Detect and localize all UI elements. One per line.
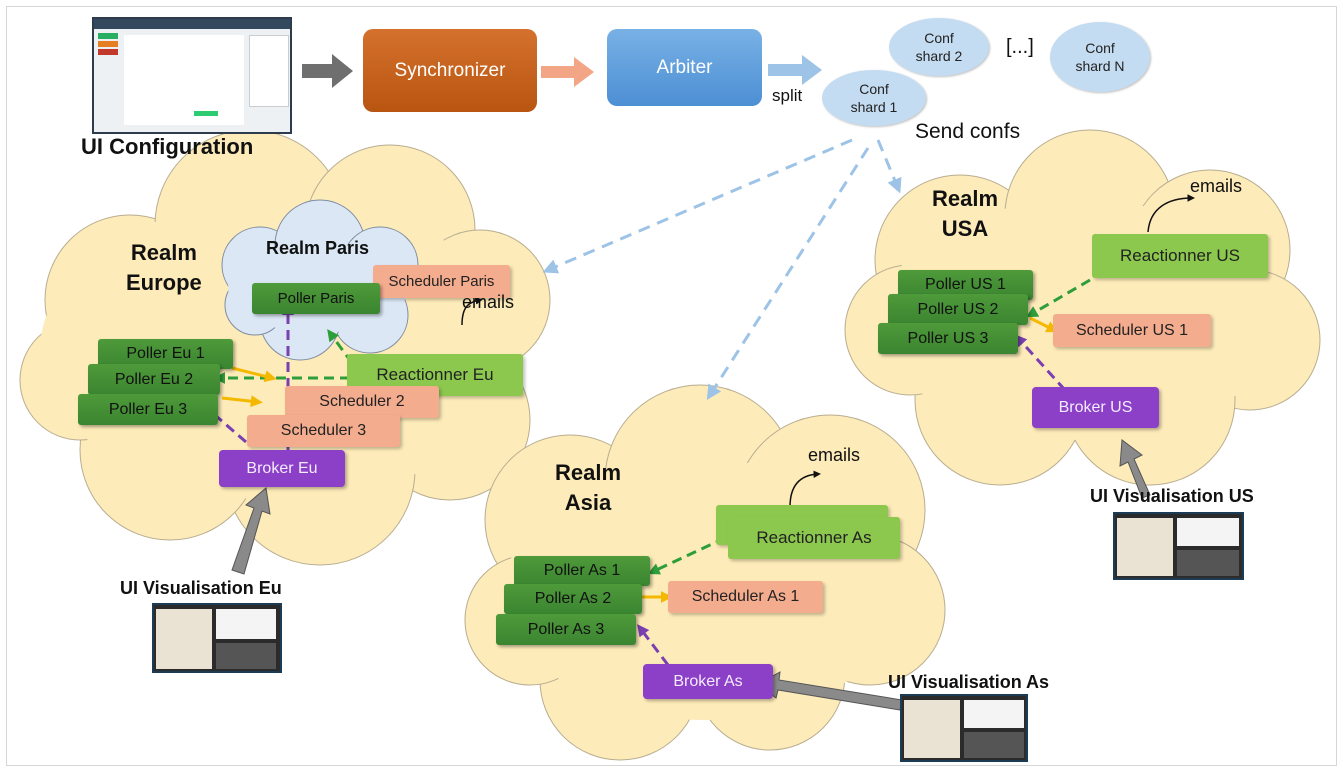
top-flow-arrows — [302, 54, 822, 88]
realm-asia-title-line1: Realm — [555, 460, 622, 485]
ui-configuration-label: UI Configuration — [81, 134, 254, 159]
realm-europe-title-line1: Realm — [130, 240, 197, 265]
ui-visualisation-us-label: UI Visualisation US — [1090, 486, 1254, 506]
scheduler-as-1: Scheduler As 1 — [668, 581, 823, 613]
realm-europe-title-line2: Europe — [126, 270, 202, 295]
poller-us-3: Poller US 3 — [878, 323, 1018, 354]
reactionner-us: Reactionner US — [1092, 234, 1268, 278]
scheduler-2: Scheduler 2 — [285, 386, 439, 418]
ui-visualisation-as-screenshot — [900, 694, 1028, 762]
poller-as-2: Poller As 2 — [504, 584, 642, 614]
realm-asia-title-line2: Asia — [564, 490, 612, 515]
scheduler-us-1: Scheduler US 1 — [1053, 314, 1211, 347]
poller-eu-2: Poller Eu 2 — [88, 364, 220, 395]
scheduler-3: Scheduler 3 — [247, 415, 400, 447]
realm-asia-title: Realm Asia — [555, 458, 621, 518]
poller-eu-3: Poller Eu 3 — [78, 394, 218, 425]
realm-europe-title: Realm Europe — [126, 238, 202, 298]
split-label: split — [772, 86, 803, 105]
poller-as-1: Poller As 1 — [514, 556, 650, 586]
broker-eu: Broker Eu — [219, 450, 345, 487]
poller-paris: Poller Paris — [252, 283, 380, 314]
ui-visualisation-us-screenshot — [1113, 512, 1244, 580]
realm-usa-title: Realm USA — [932, 184, 998, 244]
usa-emails-label: emails — [1190, 176, 1243, 196]
asia-arrows — [637, 470, 821, 666]
poller-as-3: Poller As 3 — [496, 614, 636, 645]
asia-emails-label: emails — [808, 445, 861, 465]
broker-as: Broker As — [643, 664, 773, 699]
ui-configuration-screenshot — [92, 17, 292, 134]
broker-us: Broker US — [1032, 387, 1159, 428]
paris-emails-label: emails — [462, 292, 515, 312]
send-conf-arrows — [542, 138, 902, 401]
realm-paris-title: Realm Paris — [266, 238, 370, 258]
usa-arrows — [1014, 194, 1195, 392]
arbiter-box: Arbiter — [607, 29, 762, 106]
poller-us-2: Poller US 2 — [888, 294, 1028, 325]
synchronizer-box: Synchronizer — [363, 29, 537, 112]
ui-visualisation-eu-screenshot — [152, 603, 282, 673]
figure-frame — [6, 6, 1337, 766]
realm-usa-title-line1: Realm — [932, 186, 999, 211]
ellipsis-label: [...] — [1006, 36, 1034, 58]
ui-visualisation-eu-label: UI Visualisation Eu — [120, 578, 282, 598]
ui-visualisation-as-label: UI Visualisation As — [888, 672, 1050, 692]
send-confs-label: Send confs — [915, 120, 1021, 143]
scheduler-paris: Scheduler Paris — [373, 265, 510, 298]
reactionner-as: Reactionner As — [728, 517, 900, 559]
realm-usa-title-line2: USA — [941, 216, 989, 241]
